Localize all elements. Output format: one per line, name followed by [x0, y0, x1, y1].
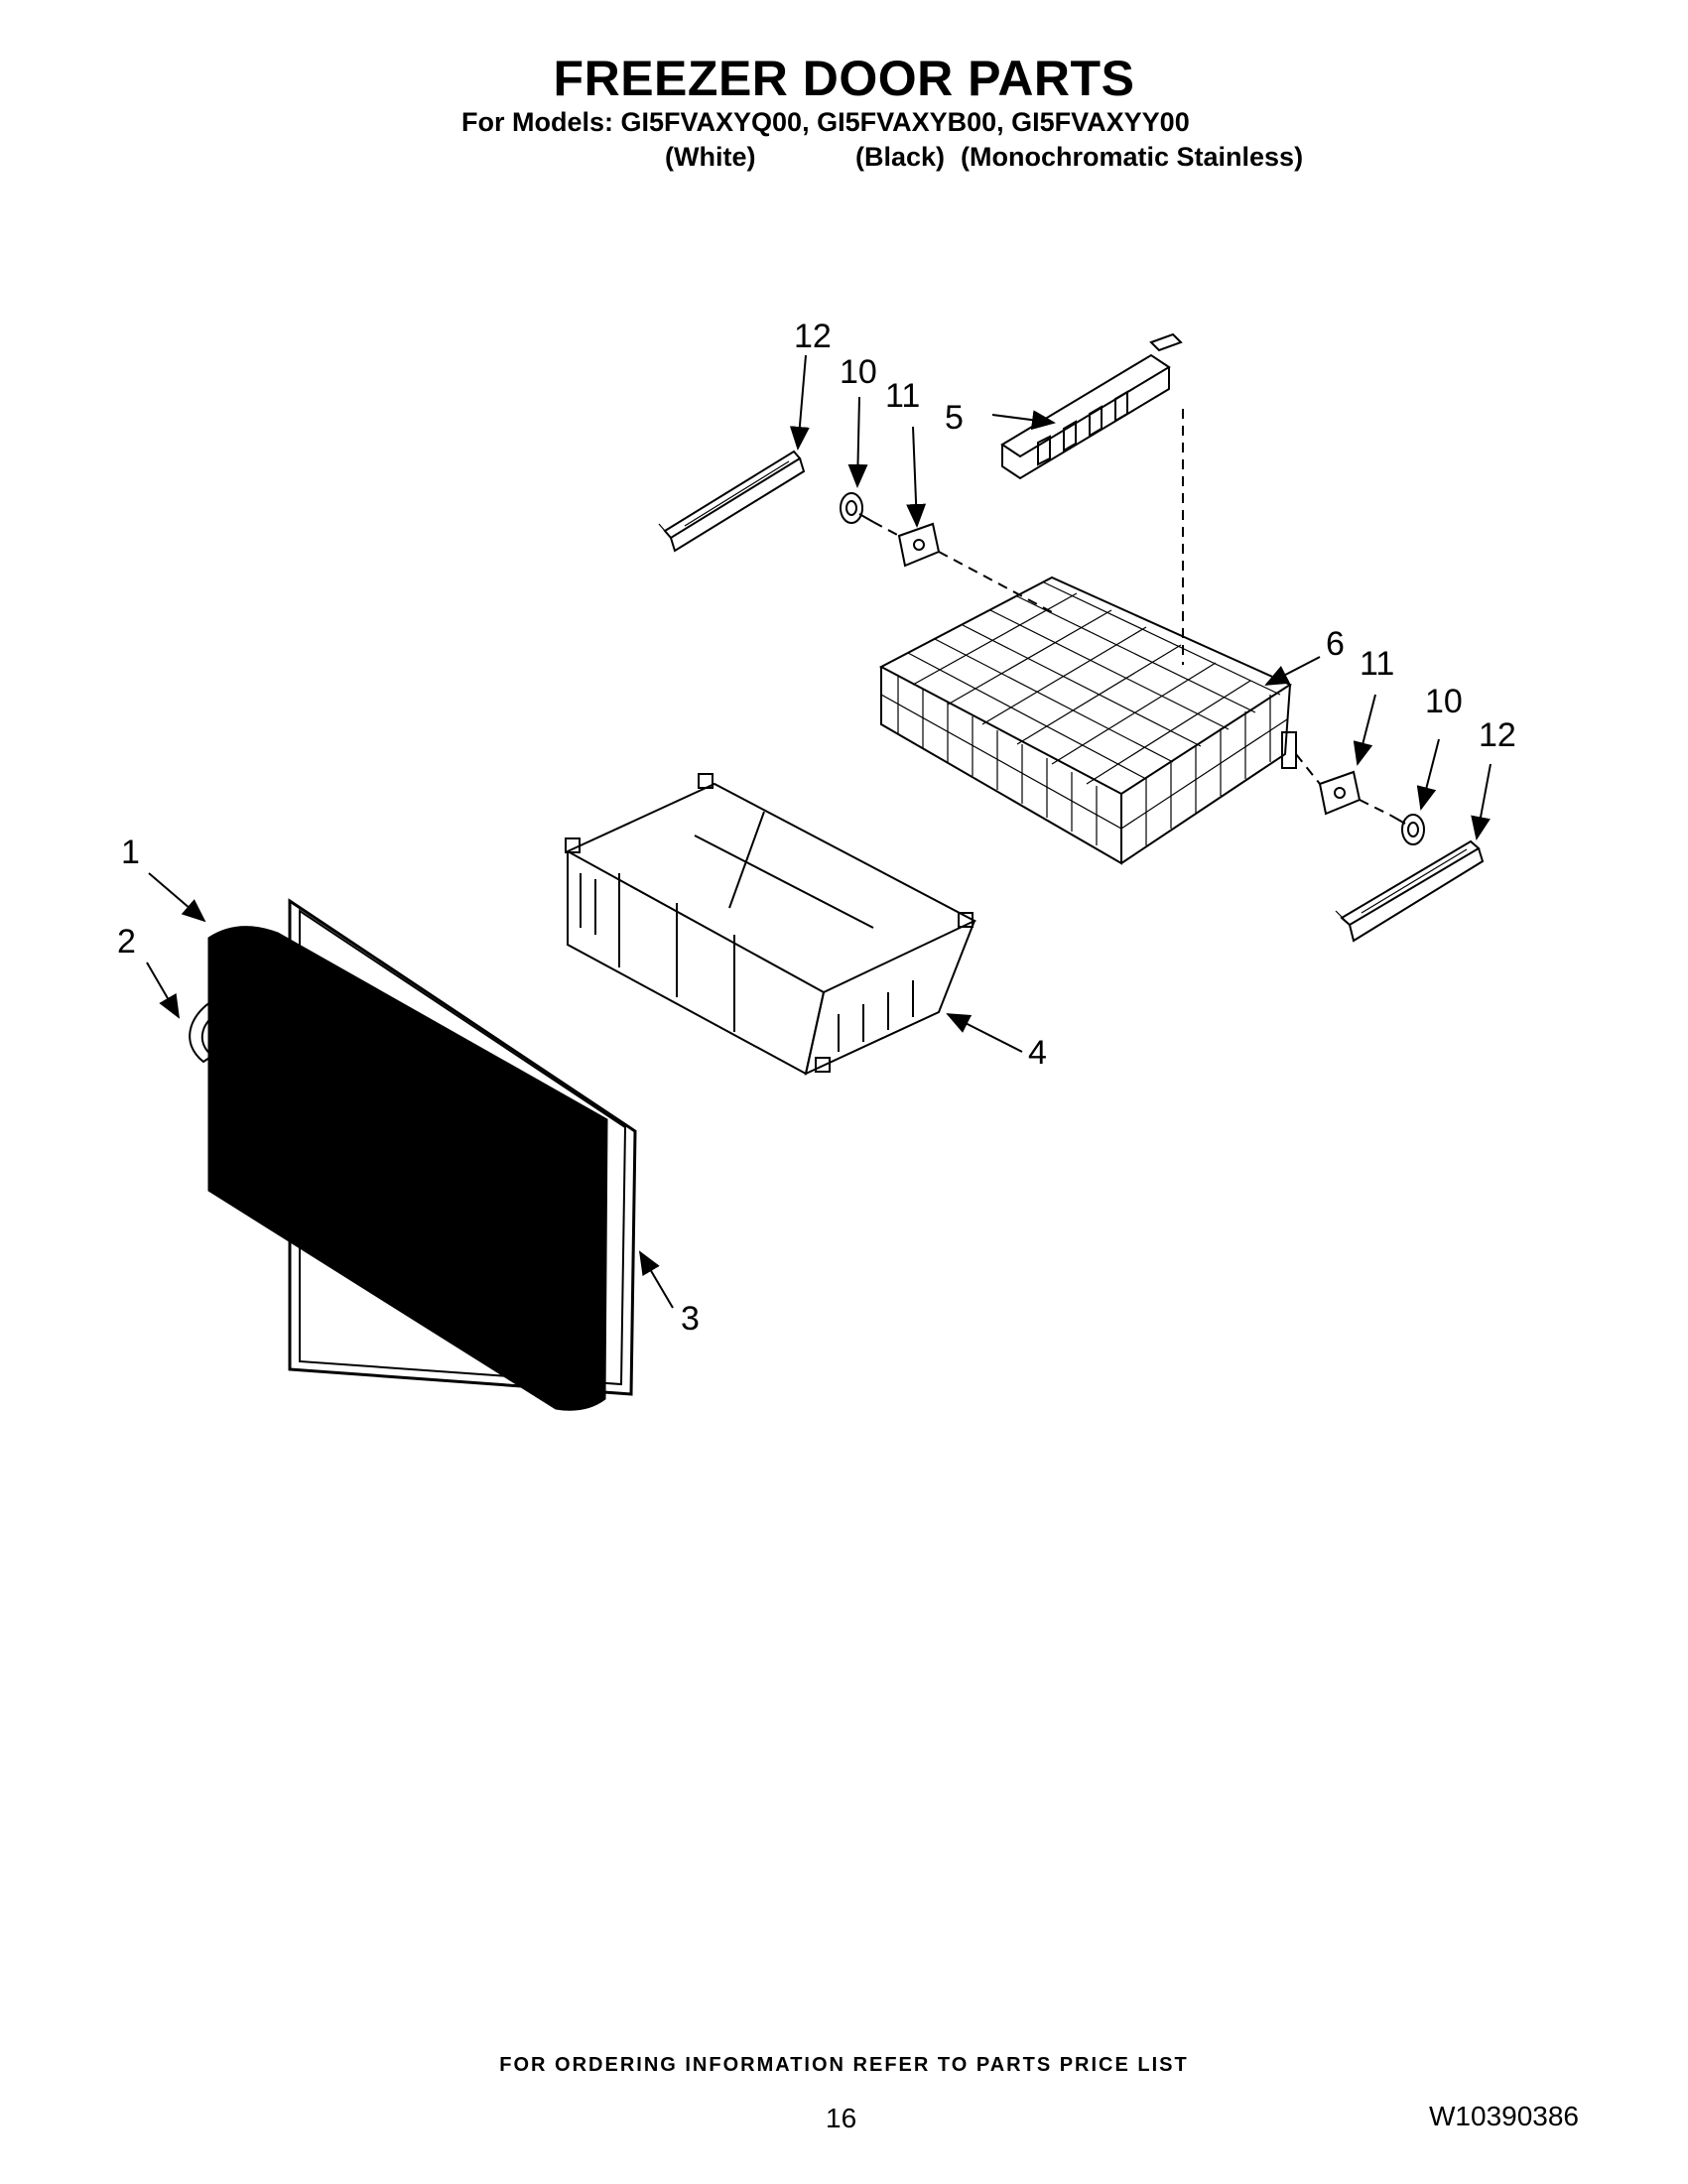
callout-11-right: 11 — [1360, 645, 1394, 683]
callout-2: 2 — [117, 923, 136, 961]
callout-12-right: 12 — [1479, 716, 1516, 754]
callout-6: 6 — [1326, 625, 1345, 663]
wire-basket-part — [878, 576, 1297, 865]
models-line: For Models: GI5FVAXYQ00, GI5FVAXYB00, GI… — [461, 107, 1190, 137]
page-number: 16 — [826, 2103, 857, 2133]
callout-3: 3 — [681, 1300, 700, 1338]
freezer-door-panel-part — [207, 926, 608, 1411]
assembly-guide-lines — [872, 409, 1392, 817]
callout-1: 1 — [121, 834, 140, 871]
ordering-note: FOR ORDERING INFORMATION REFER TO PARTS … — [499, 2054, 1189, 2076]
basket-divider-part — [1000, 332, 1183, 480]
variant-white-label: (White) — [665, 142, 756, 172]
callout-10-right: 10 — [1425, 683, 1463, 720]
callout-10-left: 10 — [840, 353, 877, 391]
slide-rail-left-part — [658, 450, 806, 553]
roller-right-part — [1390, 814, 1425, 845]
document-number: W10390386 — [1429, 2101, 1580, 2131]
slide-rail-right-part — [1335, 839, 1485, 943]
roller-bracket-left-part — [897, 522, 941, 568]
callout-5: 5 — [945, 399, 964, 437]
lower-drawer-bin-part — [565, 773, 977, 1076]
variant-black-label: (Black) — [855, 142, 946, 172]
variant-stainless-label: (Monochromatic Stainless) — [961, 142, 1304, 172]
callout-4: 4 — [1028, 1034, 1047, 1072]
callout-12-left: 12 — [794, 318, 832, 355]
page-title: FREEZER DOOR PARTS — [553, 51, 1135, 106]
callout-leaders — [146, 354, 1492, 1309]
callout-11-left: 11 — [885, 377, 920, 415]
roller-bracket-right-part — [1318, 770, 1362, 816]
roller-left-part — [840, 492, 874, 524]
